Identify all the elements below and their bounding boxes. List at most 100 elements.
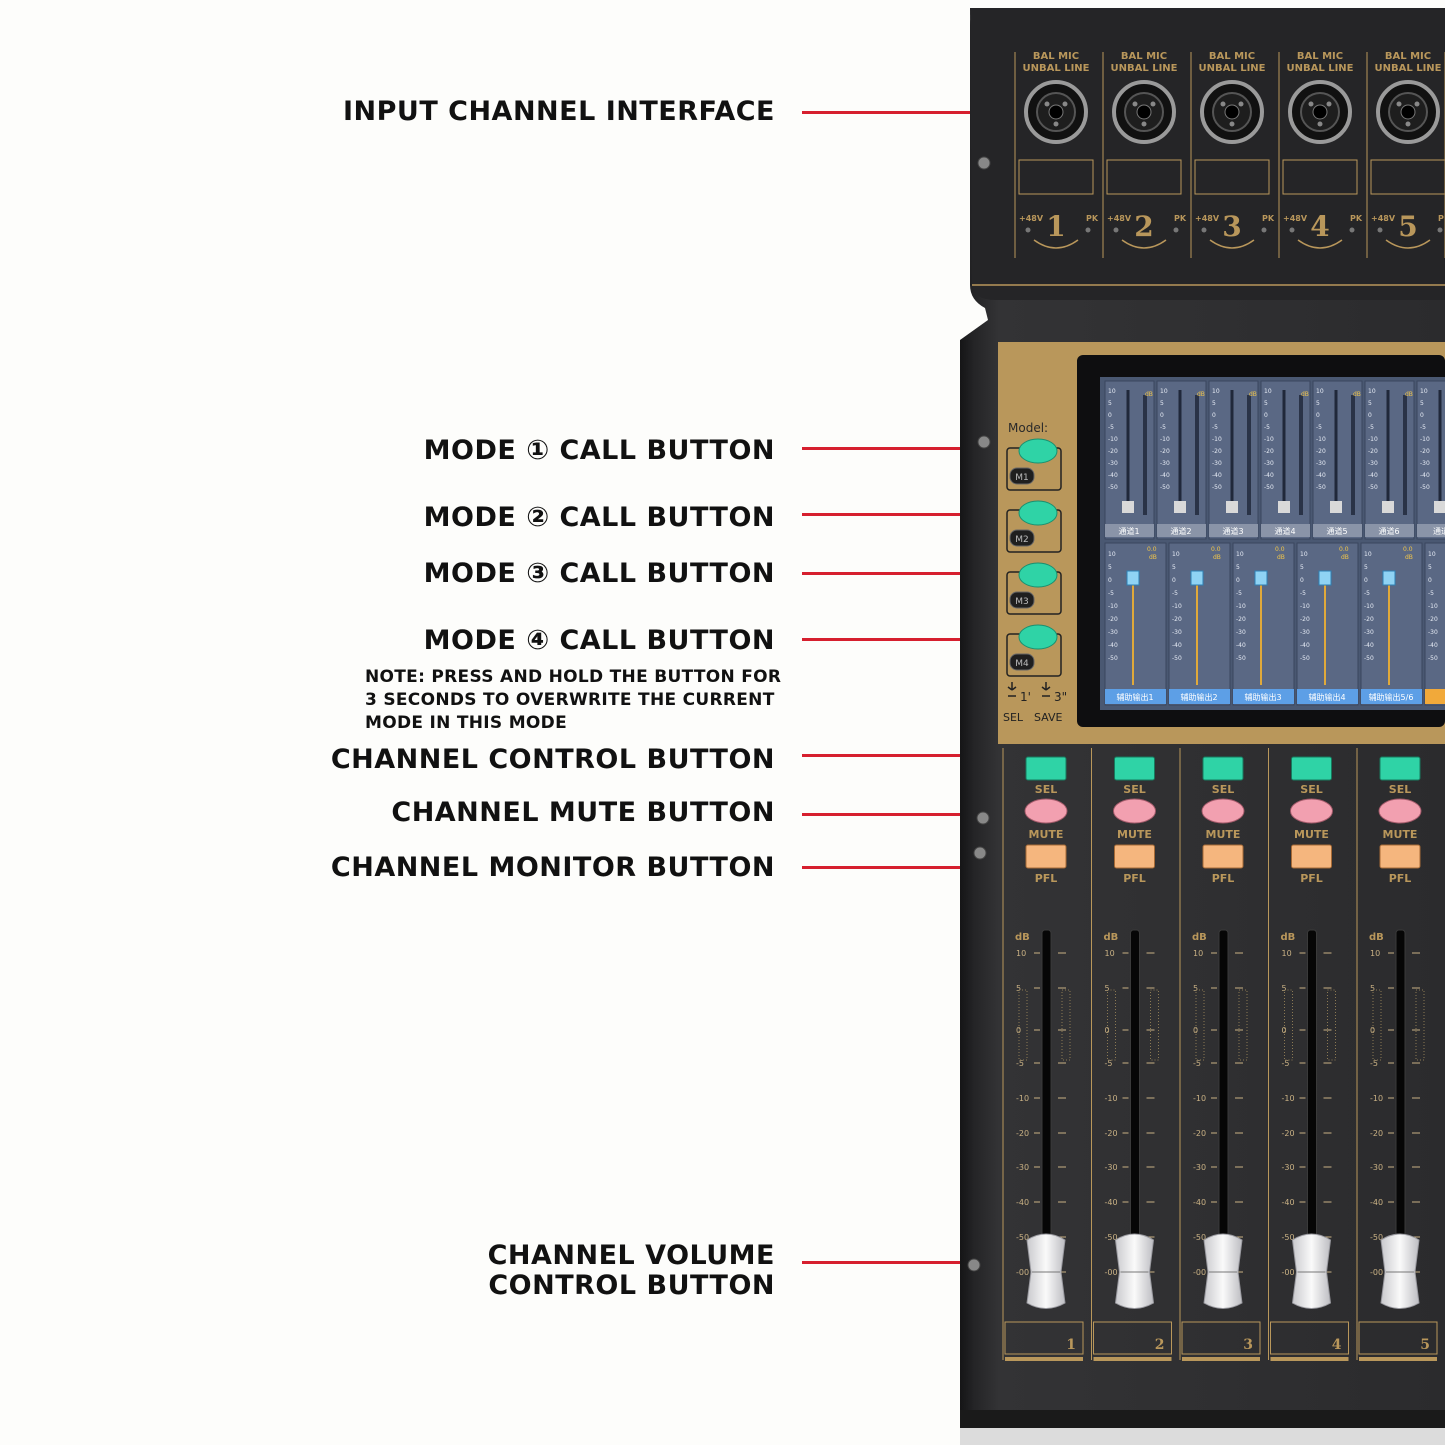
screen-scale-tick: 10 [1364,551,1372,558]
volume-label-line-2: CONTROL BUTTON [488,1270,775,1301]
fader-scale-tick: 0 [1016,1026,1021,1035]
fader-scale-tick: -40 [1193,1198,1206,1207]
screen-scale-tick: 10 [1108,551,1116,558]
xlr-pin-icon [1141,121,1147,127]
screen-scale-tick: -50 [1108,655,1118,662]
meter-dots-right [1415,989,1425,1061]
screen-scale-tick: 5 [1236,564,1240,571]
input-label-unbal-line: UNBAL LINE [1287,63,1354,74]
sel-button[interactable] [1379,756,1421,781]
screen-scale-tick: 5 [1108,564,1112,571]
fader-scale-tick: -20 [1282,1129,1295,1138]
screen-scale-tick: 0 [1160,412,1164,419]
fader-knob[interactable] [1291,1233,1332,1309]
screen-channel-tab [1261,524,1310,537]
screen-scale-tick: 0 [1264,412,1268,419]
screen-scale-tick: 0 [1212,412,1216,419]
screen-scale-tick: 5 [1264,400,1268,407]
pfl-button[interactable] [1202,844,1244,869]
fader-knob[interactable] [1114,1233,1155,1309]
channel-number-bottom: 3 [1243,1337,1253,1353]
screen-unit: dB [1249,391,1257,398]
channel-name-box [1004,1321,1084,1355]
fader-scale-tick: -30 [1016,1163,1029,1172]
fader-scale-tick: 5 [1105,984,1110,993]
screen-scale-tick: -40 [1108,472,1118,479]
screen-scale-tick: -5 [1212,424,1218,431]
input-label-unbal-line: UNBAL LINE [1023,63,1090,74]
screen-scale-tick: 10 [1172,551,1180,558]
mute-button[interactable] [1024,798,1068,824]
screen-scale-tick: -30 [1108,629,1118,636]
screw-icon [976,811,990,825]
screen-scale-tick: -20 [1368,448,1378,455]
screen-unit: dB [1213,554,1221,561]
xlr-pin-icon [1396,101,1402,107]
pfl-button[interactable] [1025,844,1067,869]
screen-scale-tick: -5 [1428,590,1434,597]
screen-scale-tick: -30 [1316,460,1326,467]
xlr-pin-icon [1132,101,1138,107]
screen-aux-label: 辅助输出5/6 [1369,692,1414,702]
phantom-led-icon [1377,227,1383,233]
peak-label: PK [1350,214,1363,223]
meter-dots-right [1327,989,1336,1061]
phantom-led-icon [1201,227,1207,233]
screen-scale-tick: 5 [1212,400,1216,407]
screen-scale-tick: -5 [1368,424,1374,431]
fader-scale-tick: -5 [1105,1059,1113,1068]
mute-button[interactable] [1201,798,1245,824]
mode-badge-label: M3 [1015,597,1029,607]
fader-knob[interactable] [1203,1233,1243,1309]
input-label-unbal-line: UNBAL LINE [1199,63,1266,74]
input-label-bal-mic: BAL MIC [1385,51,1431,62]
fader-knob[interactable] [1380,1233,1420,1309]
screen-scale-tick: -30 [1212,460,1222,467]
screen-scale-tick: -10 [1364,603,1374,610]
fader-scale-tick: -10 [1016,1094,1029,1103]
scribble-strip [1282,159,1358,195]
input-label-bal-mic: BAL MIC [1121,51,1167,62]
pfl-button[interactable] [1291,844,1332,869]
fader-slot [1041,929,1052,1251]
mute-label: MUTE [1294,828,1329,841]
fader-knob[interactable] [1026,1233,1066,1309]
screen-scale-tick: 0 [1364,577,1368,584]
xlr-pin-icon [1053,121,1059,127]
sel-label: SEL [1212,783,1234,796]
channel-arc [1385,239,1431,249]
mute-button[interactable] [1378,798,1422,824]
screen-scale-tick: 10 [1264,388,1272,395]
channel-name-box [1181,1321,1261,1355]
fader-scale-tick: -5 [1193,1059,1201,1068]
screen-scale-tick: 5 [1108,400,1112,407]
sel-button[interactable] [1025,756,1067,781]
mute-button[interactable] [1113,798,1156,824]
screen-channel-label: 通道 [1433,526,1445,536]
sel-hint-label: SEL [1003,711,1024,724]
mode-button-4[interactable]: M4 [1006,624,1062,677]
mute-button[interactable] [1290,798,1333,824]
pfl-button[interactable] [1114,844,1155,869]
sel-button[interactable] [1114,756,1155,781]
mode-button-2[interactable]: M2 [1006,500,1062,553]
screen-scale-tick: -30 [1264,460,1274,467]
xlr-pin-icon [1405,121,1411,127]
sel-button[interactable] [1202,756,1244,781]
channel-arc [1209,239,1255,249]
meter-dots-left [1372,989,1382,1061]
pfl-button[interactable] [1379,844,1421,869]
mode-button-1[interactable]: M1 [1006,438,1062,491]
fader-scale-tick: -00 [1282,1268,1295,1277]
fader-scale-tick: -30 [1193,1163,1206,1172]
screen-scale-tick: -40 [1236,642,1246,649]
trs-socket-icon [1400,104,1416,120]
sel-button[interactable] [1291,756,1332,781]
mode-button-3[interactable]: M3 [1006,562,1062,615]
